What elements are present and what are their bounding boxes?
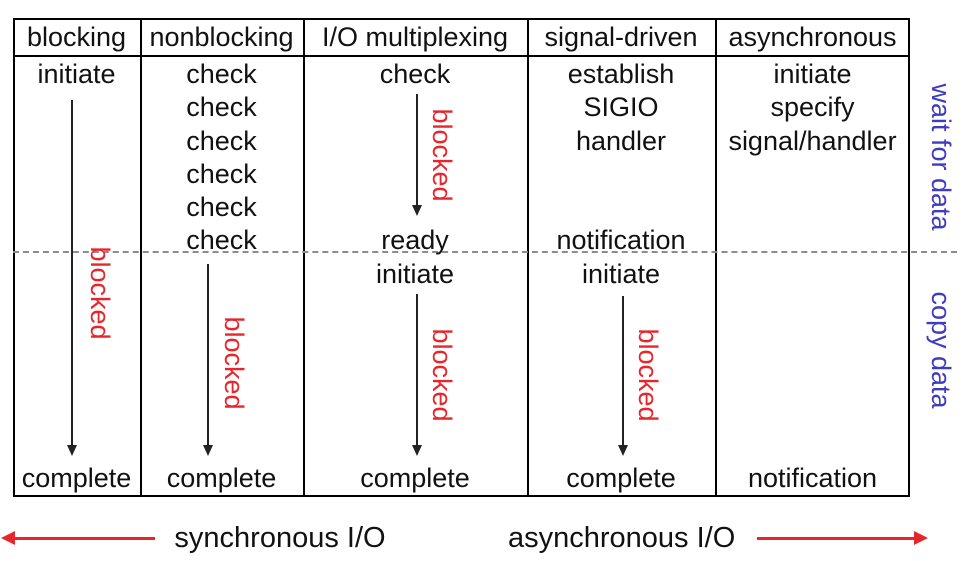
synchronous-io-label: synchronous I/O	[174, 522, 386, 554]
step-sigio: SIGIO	[583, 92, 659, 122]
step-check: check	[186, 92, 257, 122]
column-divider-1	[140, 18, 142, 497]
synchronous-io-arrow	[1, 531, 155, 545]
step-check: check	[186, 225, 257, 255]
step-complete: complete	[166, 463, 277, 493]
blocked-label: blocked	[427, 328, 457, 422]
column-divider-2	[303, 18, 305, 497]
column-header-blocking: blocking	[26, 22, 127, 52]
phase-label-wait-for-data: wait for data	[926, 83, 956, 231]
step-complete: complete	[566, 463, 676, 493]
step-check: check	[186, 159, 257, 189]
flow-arrow-nonblocking	[203, 264, 213, 456]
flow-arrow-multiplexing-wait	[412, 94, 422, 216]
step-initiate: initiate	[37, 59, 116, 89]
step-establish: establish	[567, 59, 675, 89]
phase-divider-dashed-line	[13, 251, 957, 253]
step-notification: notification	[747, 463, 878, 493]
phase-label-copy-data: copy data	[926, 291, 956, 409]
step-initiate: initiate	[375, 259, 455, 289]
asynchronous-io-label: asynchronous I/O	[508, 522, 736, 554]
header-row-divider	[13, 55, 910, 57]
step-check: check	[186, 59, 257, 89]
table-frame	[13, 18, 910, 497]
step-ready: ready	[381, 225, 449, 255]
step-check: check	[186, 126, 257, 156]
flow-arrow-multiplexing-copy	[412, 294, 422, 456]
asynchronous-io-arrow	[757, 531, 928, 545]
step-initiate: initiate	[581, 259, 661, 289]
column-header-signal-driven: signal-driven	[544, 22, 698, 52]
column-header-io-multiplexing: I/O multiplexing	[321, 22, 509, 52]
step-check: check	[379, 59, 451, 89]
column-divider-3	[527, 18, 529, 497]
blocked-label: blocked	[427, 108, 457, 202]
step-complete: complete	[360, 463, 470, 493]
step-notification: notification	[556, 225, 686, 255]
step-signal-handler: signal/handler	[728, 126, 897, 156]
flow-arrow-signal-driven	[618, 296, 628, 456]
column-header-asynchronous: asynchronous	[728, 22, 897, 52]
step-specify: specify	[770, 92, 855, 122]
step-initiate: initiate	[773, 59, 852, 89]
blocked-label: blocked	[633, 328, 663, 422]
flow-arrow-blocking	[67, 100, 77, 456]
step-check: check	[186, 192, 257, 222]
step-handler: handler	[575, 126, 667, 156]
step-complete: complete	[21, 463, 132, 493]
column-divider-4	[715, 18, 717, 497]
blocked-label: blocked	[85, 246, 115, 340]
column-header-nonblocking: nonblocking	[149, 22, 294, 52]
blocked-label: blocked	[219, 316, 249, 410]
